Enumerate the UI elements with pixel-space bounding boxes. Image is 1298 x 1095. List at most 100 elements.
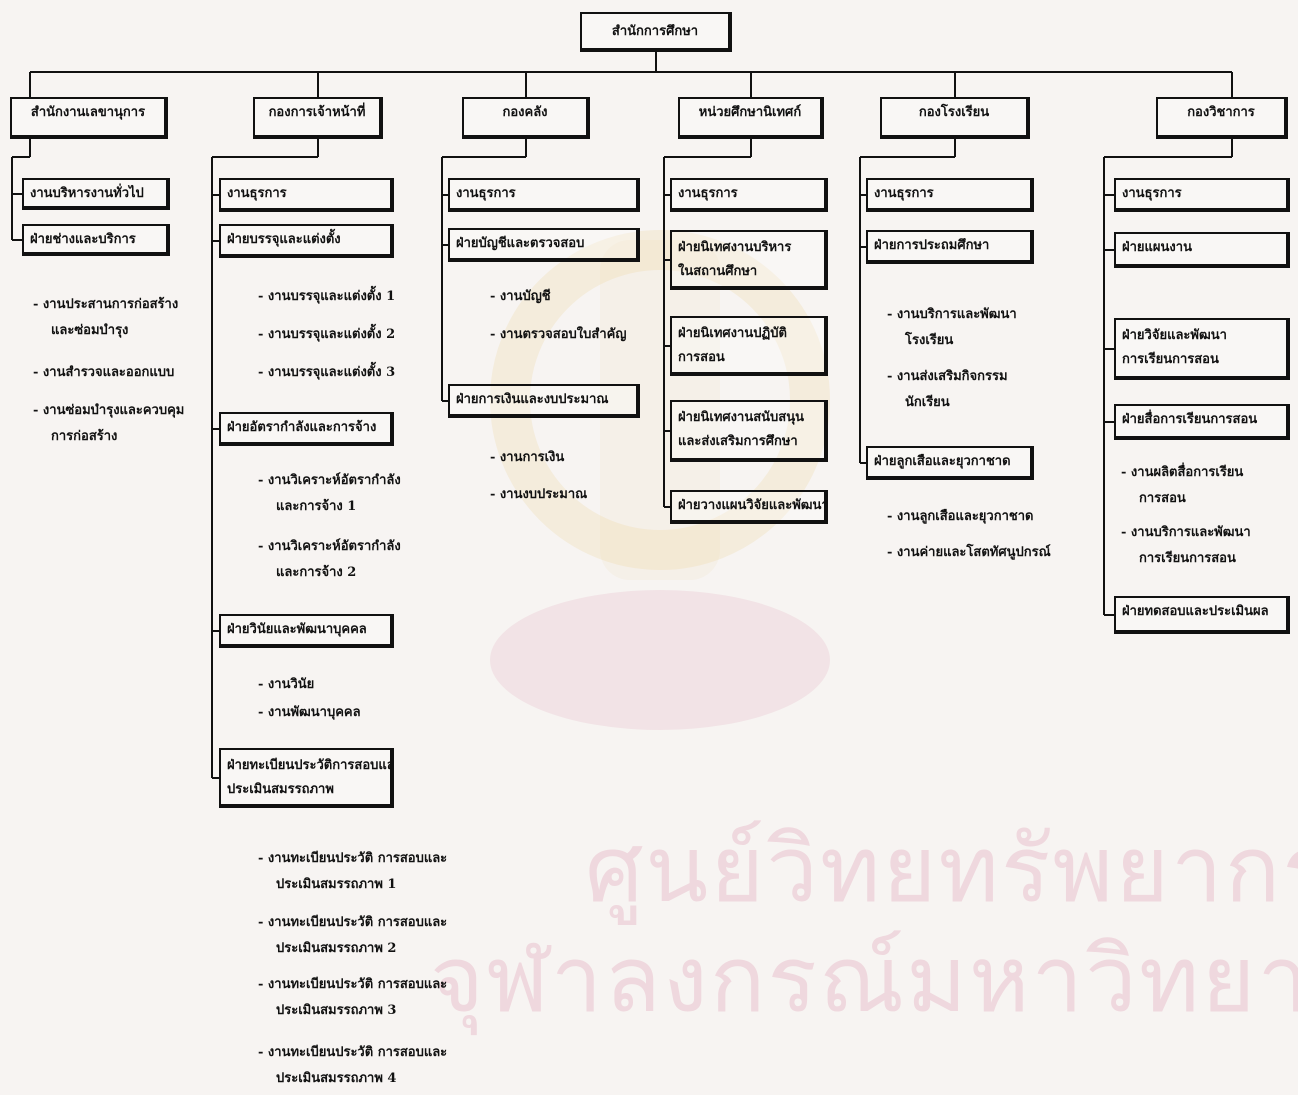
text-line: ประเมินสมรรถภาพ 1 (276, 877, 397, 892)
unit-box: ฝ่ายการประถมศึกษา (866, 230, 1034, 264)
division-box-label: กองคลัง (502, 105, 548, 120)
unit-box-label: ฝ่ายแผนงาน (1122, 240, 1192, 255)
unit-box-label: งานบริหารงานทั่วไป (30, 186, 144, 201)
task-item: - งานสำรวจและออกแบบ (33, 365, 175, 380)
text-line: ในสถานศึกษา (678, 264, 758, 279)
unit-box: งานบริหารงานทั่วไป (22, 178, 170, 210)
task-item: - งานบรรจุและแต่งตั้ง 1 (258, 289, 396, 304)
unit-box-label: ฝ่ายทะเบียนประวัติการสอบและประเมินสมรรถภ… (227, 758, 394, 797)
unit-box: ฝ่ายนิเทศงานบริหารในสถานศึกษา (670, 230, 828, 290)
unit-box: ฝ่ายอัตรากำลังและการจ้าง (219, 412, 394, 446)
task-item: - งานประสานการก่อสร้างและซ่อมบำรุง (33, 292, 178, 344)
division-box: กองคลัง (462, 97, 590, 139)
unit-box: ฝ่ายวินัยและพัฒนาบุคคล (219, 614, 394, 648)
unit-box-label: งานธุรการ (874, 186, 934, 201)
text-line: ประเมินสมรรถภาพ 3 (276, 1003, 397, 1018)
unit-box: ฝ่ายวิจัยและพัฒนาการเรียนการสอน (1114, 318, 1290, 380)
unit-box: ฝ่ายบัญชีและตรวจสอบ (448, 228, 640, 262)
text-line: และส่งเสริมการศึกษา (678, 434, 798, 449)
text-line: - งานบริการและพัฒนา (1121, 525, 1251, 540)
unit-box-label: ฝ่ายนิเทศงานบริหารในสถานศึกษา (678, 240, 791, 279)
unit-box-label: ฝ่ายลูกเสือและยุวกาชาด (874, 454, 1011, 469)
division-box: สำนักงานเลขานุการ (10, 97, 168, 139)
division-box-label: กองโรงเรียน (918, 105, 990, 120)
task-item: - งานบัญชี (490, 289, 551, 304)
task-item: - งานวิเคราะห์อัตรากำลังและการจ้าง 1 (258, 468, 401, 520)
watermark-line-1: ศูนย์วิทยทรัพยากร (585, 816, 1298, 923)
task-item: - งานส่งเสริมกิจกรรมนักเรียน (887, 364, 1008, 416)
division-box: กองวิชาการ (1156, 97, 1288, 139)
unit-box: ฝ่ายนิเทศงานปฏิบัติการสอน (670, 316, 828, 376)
text-line: ฝ่ายนิเทศงานบริหาร (678, 240, 792, 255)
unit-box: ฝ่ายทดสอบและประเมินผล (1114, 596, 1290, 634)
unit-box-label: ฝ่ายอัตรากำลังและการจ้าง (227, 420, 377, 435)
task-item: - งานทะเบียนประวัติ การสอบและประเมินสมรร… (258, 910, 447, 962)
unit-box-label: ฝ่ายการประถมศึกษา (874, 238, 990, 253)
task-item: - งานซ่อมบำรุงและควบคุมการก่อสร้าง (33, 398, 184, 450)
text-line: และซ่อมบำรุง (51, 323, 129, 338)
unit-box-label: ฝ่ายบัญชีและตรวจสอบ (456, 236, 585, 251)
unit-box-label: ฝ่ายนิเทศงานสนับสนุนและส่งเสริมการศึกษา (678, 410, 804, 449)
task-item: - งานวินัย (258, 677, 315, 692)
task-item: - งานทะเบียนประวัติ การสอบและประเมินสมรร… (258, 1040, 447, 1092)
division-box-label: หน่วยศึกษานิเทศก์ (698, 105, 802, 120)
text-line: - งานทะเบียนประวัติ การสอบและ (258, 851, 448, 866)
task-item: - งานทะเบียนประวัติ การสอบและประเมินสมรร… (258, 846, 447, 898)
text-line: - งานวิเคราะห์อัตรากำลัง (258, 473, 401, 488)
root-box: สำนักการศึกษา (580, 12, 732, 52)
text-line: - งานทะเบียนประวัติ การสอบและ (258, 1045, 448, 1060)
unit-box: ฝ่ายลูกเสือและยุวกาชาด (866, 446, 1034, 480)
text-line: ฝ่ายทะเบียนประวัติการสอบและ (227, 758, 394, 773)
unit-box: ฝ่ายวางแผนวิจัยและพัฒนา (670, 490, 828, 524)
text-line: การก่อสร้าง (51, 429, 118, 444)
unit-box-label: ฝ่ายบรรจุและแต่งตั้ง (227, 232, 341, 247)
unit-box: ฝ่ายการเงินและงบประมาณ (448, 384, 640, 418)
unit-box: ฝ่ายบรรจุและแต่งตั้ง (219, 224, 394, 258)
division-box: กองโรงเรียน (880, 97, 1030, 139)
unit-box-label: งานธุรการ (678, 186, 738, 201)
unit-box-label: ฝ่ายการเงินและงบประมาณ (456, 392, 609, 407)
unit-box: งานธุรการ (1114, 178, 1290, 212)
text-line: - งานทะเบียนประวัติ การสอบและ (258, 977, 448, 992)
text-line: การสอน (678, 350, 725, 365)
text-line: และการจ้าง 2 (276, 565, 357, 580)
text-line: ประเมินสมรรถภาพ 2 (276, 941, 397, 956)
unit-box: ฝ่ายทะเบียนประวัติการสอบและประเมินสมรรถภ… (219, 748, 394, 808)
unit-box: ฝ่ายแผนงาน (1114, 232, 1290, 268)
text-line: - งานผลิตสื่อการเรียน (1121, 465, 1244, 480)
task-item: - งานพัฒนาบุคคล (258, 705, 361, 720)
unit-box-label: ฝ่ายช่างและบริการ (30, 232, 136, 247)
text-line: โรงเรียน (905, 333, 954, 348)
root-label: สำนักการศึกษา (611, 24, 699, 39)
task-item: - งานค่ายและโสตทัศนูปกรณ์ (887, 545, 1051, 560)
text-line: - งานวิเคราะห์อัตรากำลัง (258, 539, 401, 554)
text-line: - งานทะเบียนประวัติ การสอบและ (258, 915, 448, 930)
division-box-label: กองวิชาการ (1187, 105, 1255, 120)
unit-box: งานธุรการ (866, 178, 1034, 212)
unit-box-label: ฝ่ายสื่อการเรียนการสอน (1122, 412, 1258, 427)
unit-box-label: งานธุรการ (227, 186, 287, 201)
unit-box: ฝ่ายนิเทศงานสนับสนุนและส่งเสริมการศึกษา (670, 400, 828, 462)
text-line: การเรียนการสอน (1139, 551, 1236, 566)
task-item: - งานตรวจสอบใบสำคัญ (490, 327, 627, 342)
division-box-label: สำนักงานเลขานุการ (30, 105, 146, 120)
unit-box: ฝ่ายสื่อการเรียนการสอน (1114, 404, 1290, 440)
text-line: การเรียนการสอน (1122, 352, 1219, 367)
unit-box-label: งานธุรการ (1122, 186, 1182, 201)
unit-box-label: งานธุรการ (456, 186, 516, 201)
text-line: - งานบริการและพัฒนา (887, 307, 1017, 322)
unit-box: งานธุรการ (670, 178, 828, 212)
unit-box-label: ฝ่ายทดสอบและประเมินผล (1122, 604, 1269, 619)
unit-box-label: ฝ่ายวินัยและพัฒนาบุคคล (227, 622, 367, 637)
task-item: - งานบรรจุและแต่งตั้ง 2 (258, 327, 396, 342)
text-line: ประเมินสมรรถภาพ (227, 782, 334, 797)
division-box: หน่วยศึกษานิเทศก์ (678, 97, 824, 139)
text-line: ฝ่ายนิเทศงานสนับสนุน (678, 410, 805, 425)
text-line: การสอน (1139, 491, 1186, 506)
task-item: - งานบริการและพัฒนาการเรียนการสอน (1121, 520, 1251, 572)
text-line: - งานซ่อมบำรุงและควบคุม (33, 403, 185, 418)
text-line: ฝ่ายวิจัยและพัฒนา (1122, 328, 1227, 343)
task-item: - งานวิเคราะห์อัตรากำลังและการจ้าง 2 (258, 534, 401, 586)
unit-box-label: ฝ่ายวิจัยและพัฒนาการเรียนการสอน (1122, 328, 1227, 367)
